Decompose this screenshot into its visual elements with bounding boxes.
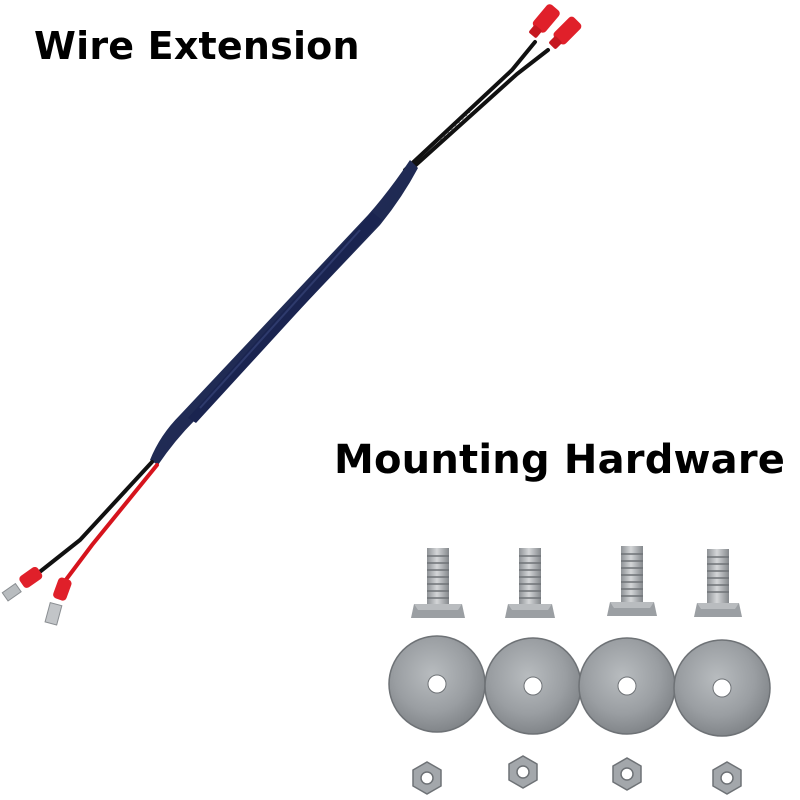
sleeve-body xyxy=(188,212,382,423)
nut xyxy=(612,757,642,791)
nut xyxy=(712,761,742,795)
nut xyxy=(508,755,538,789)
bolt xyxy=(607,546,657,616)
bottom-terminal-black-wire xyxy=(1,566,43,602)
sleeve-highlight xyxy=(199,229,361,409)
upper-black-wire-1 xyxy=(403,40,537,172)
washer xyxy=(388,635,486,733)
lower-black-wire xyxy=(30,460,154,580)
top-terminal-1 xyxy=(529,4,560,38)
nut xyxy=(412,761,442,795)
bottom-terminal-red-wire xyxy=(44,577,72,626)
lower-red-wire xyxy=(60,463,159,587)
washers xyxy=(388,635,771,737)
upper-black-wire-2 xyxy=(406,48,550,174)
washer xyxy=(484,637,582,735)
cable-printing xyxy=(439,111,471,141)
washer xyxy=(673,639,771,737)
bolts xyxy=(411,546,742,618)
bolt xyxy=(411,548,465,618)
bolt xyxy=(694,549,742,617)
bolt xyxy=(505,548,555,618)
washer xyxy=(578,637,676,735)
top-terminal-2 xyxy=(549,16,582,49)
wire-extension xyxy=(1,4,582,626)
wire-extension-label: Wire Extension xyxy=(34,24,360,68)
mounting-hardware-label: Mounting Hardware xyxy=(334,437,786,483)
nuts xyxy=(412,755,742,795)
